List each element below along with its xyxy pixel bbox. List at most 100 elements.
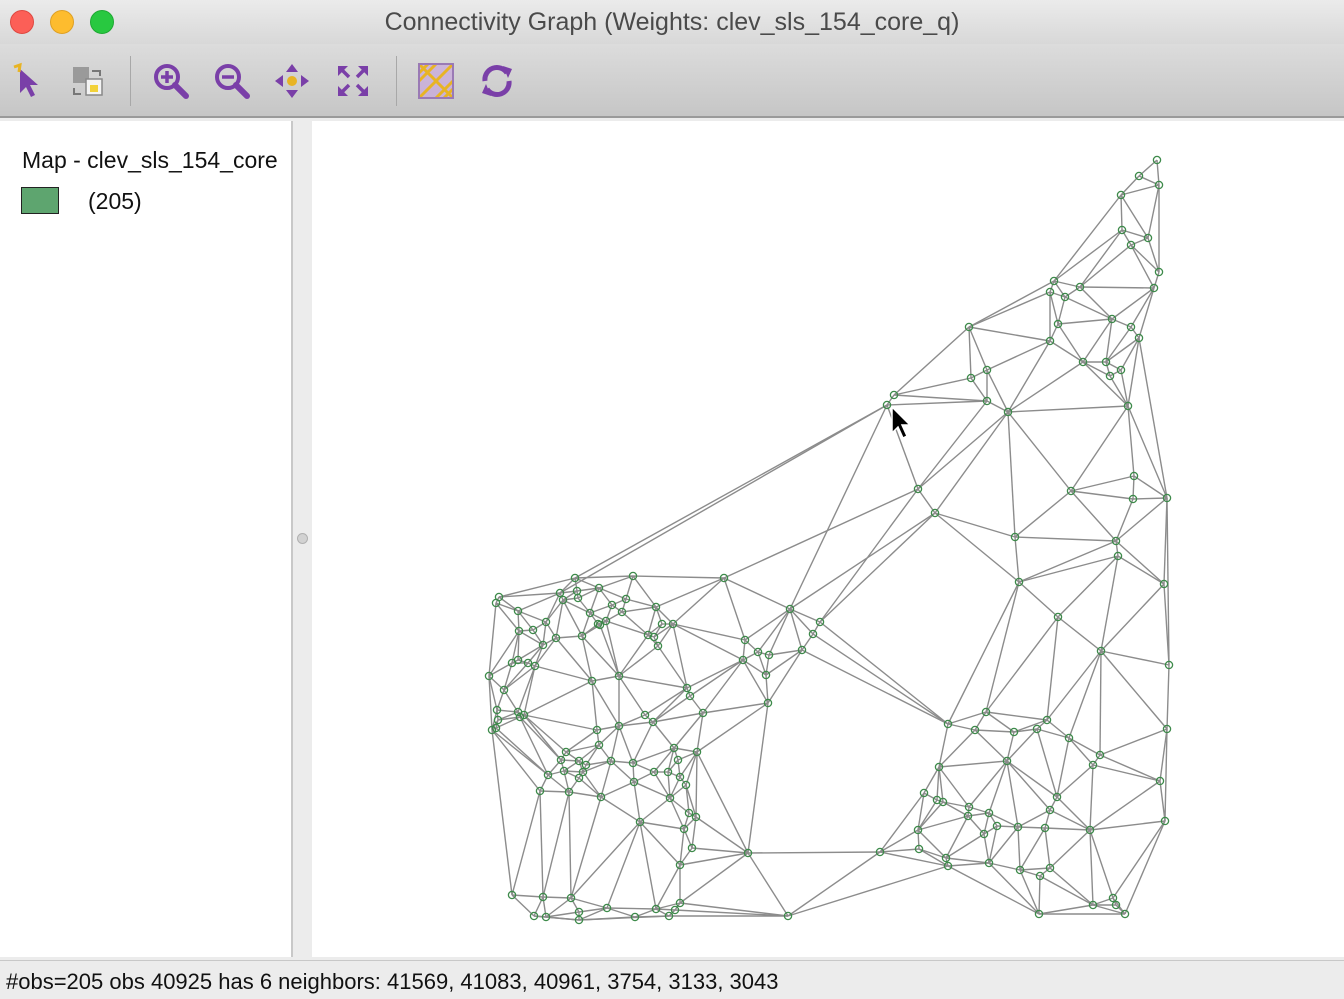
graph-node[interactable] [513,606,523,616]
graph-node[interactable] [561,747,571,757]
graph-node[interactable] [556,755,566,765]
graph-node[interactable] [657,619,667,629]
graph-node[interactable] [1116,365,1126,375]
graph-node[interactable] [664,911,674,921]
graph-node[interactable] [1111,900,1121,910]
graph-node[interactable] [507,658,517,668]
graph-node[interactable] [1064,733,1074,743]
graph-node[interactable] [484,671,494,681]
graph-node[interactable] [1095,750,1105,760]
graph-node[interactable] [1111,536,1121,546]
connectivity-graph[interactable] [312,121,1344,957]
graph-node[interactable] [523,658,533,668]
graph-node[interactable] [1013,822,1023,832]
graph-node[interactable] [1045,863,1055,873]
graph-node[interactable] [1014,577,1024,587]
graph-node[interactable] [691,812,701,822]
graph-node[interactable] [1088,760,1098,770]
graph-node[interactable] [764,650,774,660]
graph-node[interactable] [1159,579,1169,589]
graph-node[interactable] [1045,805,1055,815]
graph-node[interactable] [1116,190,1126,200]
graph-node[interactable] [628,758,638,768]
close-window-button[interactable] [10,10,34,34]
legend-color-swatch[interactable] [21,187,59,214]
graph-node[interactable] [1066,486,1076,496]
graph-node[interactable] [528,625,538,635]
graph-node[interactable] [1149,283,1159,293]
graph-node[interactable] [1134,333,1144,343]
graph-node[interactable] [617,607,627,617]
graph-node[interactable] [669,743,679,753]
graph-node[interactable] [668,619,678,629]
graph-node[interactable] [984,808,994,818]
graph-node[interactable] [1088,900,1098,910]
graph-node[interactable] [1101,357,1111,367]
graph-node[interactable] [1126,322,1136,332]
graph-node[interactable] [763,698,773,708]
graph-node[interactable] [740,635,750,645]
graph-node[interactable] [630,912,640,922]
graph-node[interactable] [1162,493,1172,503]
graph-node[interactable] [635,817,645,827]
graph-node[interactable] [1085,825,1095,835]
graph-node[interactable] [889,390,899,400]
graph-node[interactable] [982,396,992,406]
graph-node[interactable] [535,786,545,796]
graph-node[interactable] [566,893,576,903]
graph-node[interactable] [761,670,771,680]
graph-node[interactable] [1010,532,1020,542]
graph-node[interactable] [493,715,503,725]
graph-node[interactable] [507,890,517,900]
graph-node[interactable] [651,904,661,914]
graph-node[interactable] [1002,756,1012,766]
graph-node[interactable] [587,676,597,686]
selection-mode-button[interactable] [68,61,108,101]
graph-node[interactable] [653,641,663,651]
graph-node[interactable] [1117,225,1127,235]
graph-node[interactable] [1032,724,1042,734]
graph-node[interactable] [966,373,976,383]
graph-node[interactable] [743,848,753,858]
graph-node[interactable] [1134,171,1144,181]
graph-node[interactable] [585,608,595,618]
graph-node[interactable] [574,915,584,925]
graph-node[interactable] [564,787,574,797]
graph-node[interactable] [815,617,825,627]
graph-node[interactable] [785,604,795,614]
graph-node[interactable] [530,661,540,671]
graph-node[interactable] [738,655,748,665]
graph-node[interactable] [1009,727,1019,737]
graph-node[interactable] [529,911,539,921]
graph-node[interactable] [979,829,989,839]
graph-node[interactable] [673,755,683,765]
graph-node[interactable] [963,811,973,821]
maximize-window-button[interactable] [90,10,114,34]
graph-node[interactable] [541,912,551,922]
graph-node[interactable] [970,725,980,735]
graph-node[interactable] [685,691,695,701]
graph-node[interactable] [519,710,529,720]
graph-node[interactable] [1049,276,1059,286]
graph-node[interactable] [1045,336,1055,346]
graph-node[interactable] [1128,494,1138,504]
graph-node[interactable] [1155,776,1165,786]
panel-splitter[interactable] [293,121,312,957]
graph-node[interactable] [1154,180,1164,190]
graph-node[interactable] [614,721,624,731]
graph-node[interactable] [1003,407,1013,417]
map-options-button[interactable] [416,61,456,101]
graph-node[interactable] [515,712,525,722]
graph-node[interactable] [1129,471,1139,481]
zoom-out-button[interactable] [211,61,251,101]
graph-node[interactable] [682,683,692,693]
graph-node[interactable] [558,595,568,605]
graph-node[interactable] [621,594,631,604]
graph-node[interactable] [675,772,685,782]
graph-node[interactable] [1045,287,1055,297]
graph-node[interactable] [578,767,588,777]
graph-node[interactable] [1162,724,1172,734]
graph-node[interactable] [919,788,929,798]
graph-node[interactable] [1042,715,1052,725]
graph-node[interactable] [684,808,694,818]
